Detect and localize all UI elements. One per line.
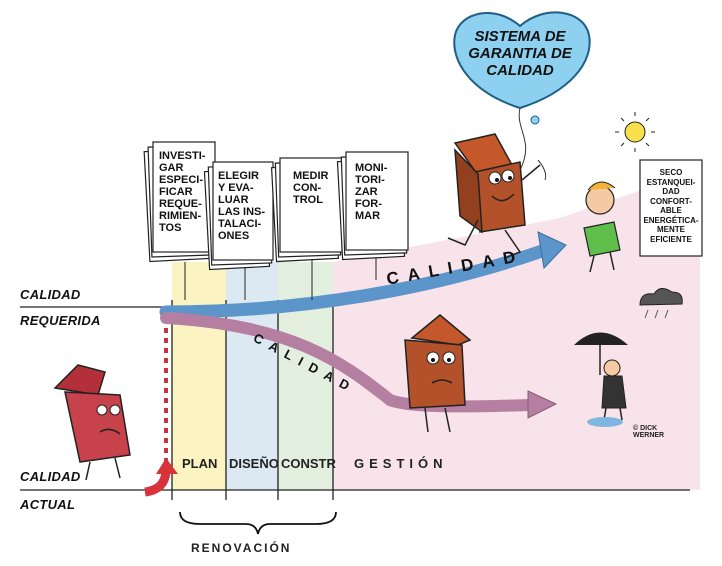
calidad-actual-label-2: ACTUAL [20,497,76,512]
sun-icon [615,112,655,152]
sheet-1-line: REQUE- [159,198,202,210]
lower-quality-arrow [160,312,536,413]
sheet-4-text: MONI- TORI- ZAR FOR- MAR [355,162,387,222]
sheet-1-line: FICAR [159,186,193,198]
balloon-line-3: CALIDAD [486,62,554,79]
rain-cloud-icon [639,288,683,319]
sign-line: CONFORT- [650,196,692,206]
credit-line-1: © DICK [633,425,658,432]
sheet-stack-1 [143,141,216,263]
phase-gestion: GESTIÓN [354,456,448,471]
sheet-4-line: ZAR [355,186,378,198]
sheet-1-text: INVESTI- GAR ESPECI- FICAR REQUE- RIMIEN… [159,150,205,234]
red-start-arrow [144,471,171,497]
renovacion-brace [179,511,337,535]
sheet-2-line: LUAR [218,194,249,206]
sheet-stack-3 [270,157,343,263]
balloon-line-2: GARANTIA DE [468,45,572,62]
diseno-band [226,262,278,490]
sheet-2-line: ELEGIR [218,170,259,182]
sign-line: ABLE [660,206,682,215]
sign-line: MENTE [657,225,685,234]
calidad-actual-label-1: CALIDAD [20,469,81,484]
sheet-1-line: TOS [159,222,182,234]
sign-line: EFICIENTE [650,234,692,244]
sheet-2-text: ELEGIR Y EVA- LUAR LAS INS- TALACI- ONES [218,170,265,242]
sheet-4-line: MONI- [355,162,388,174]
calidad-requerida-label-1: CALIDAD [20,287,81,302]
phase-constr: CONSTR [281,456,336,471]
sheet-2-line: Y EVA- [218,182,254,194]
quality-sign [639,159,703,257]
plan-band [172,262,226,490]
balloon-line-1: SISTEMA DE [474,28,566,45]
balloon-string-tail [537,159,547,181]
sheet-4-line: FOR- [355,198,382,210]
sheet-3-line: CON- [293,182,322,194]
umbrella-man [574,332,628,427]
sheet-1-line: GAR [159,162,184,174]
happy-girl [583,181,621,273]
sheet-2-line: ONES [218,230,250,242]
sheet-1-line: ESPECI- [159,174,204,186]
sheet-4-line: TORI- [355,174,385,186]
sheet-1-line: RIMIEN- [159,210,202,222]
sheet-stack-4 [336,151,409,261]
sign-line: ENERGÉTICA- [643,215,699,225]
sign-line: SECO [659,168,683,177]
phase-diseno: DISEÑO [229,456,279,471]
sheet-4-line: MAR [355,210,381,222]
sheet-3-text: MEDIR CON- TROL [293,170,328,206]
lower-arrow-head [527,390,558,419]
sign-line: DAD [662,187,680,196]
sign-line: ESTANQUEI- [646,177,696,187]
happy-house [447,133,541,259]
artist-credit: © DICK WERNER [633,425,664,439]
crumbling-house [53,364,131,481]
sheet-1-line: INVESTI- [159,150,206,162]
balloon-text: SISTEMA DE GARANTIA DE CALIDAD [461,28,579,79]
upper-arrow-head [537,231,567,270]
phase-plan: PLAN [182,456,218,471]
credit-line-2: WERNER [633,432,665,439]
sheet-stack-2 [203,161,274,271]
sheet-3-line: MEDIR [293,170,329,182]
heart-balloon [453,11,591,171]
renovacion-label: RENOVACIÓN [191,541,292,555]
upper-quality-arrow [159,243,552,319]
sheet-2-line: LAS INS- [218,206,266,218]
red-arrow-head [156,458,178,474]
sheet-3-line: TROL [293,194,323,206]
sheet-2-line: TALACI- [218,218,262,230]
sad-house [404,314,472,433]
sign-text: SECO ESTANQUEI- DAD CONFORT- ABLE ENERGÉ… [641,168,701,244]
calidad-requerida-label-2: REQUERIDA [20,313,101,328]
